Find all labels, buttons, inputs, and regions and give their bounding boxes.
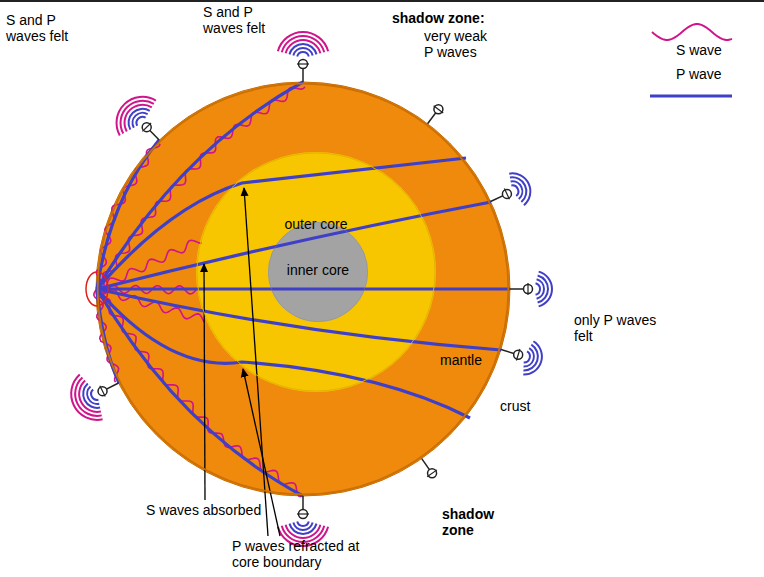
wave-arc <box>286 525 321 538</box>
s-wave-sample <box>652 24 732 40</box>
station-note: S and P waves felt <box>203 4 283 36</box>
wave-arc <box>117 97 156 136</box>
callout-text: P waves refracted at core boundary <box>232 538 382 570</box>
wave-arc <box>286 40 321 53</box>
wave-arc <box>509 173 530 205</box>
outer-core-disc <box>196 152 436 392</box>
region-outline <box>96 82 510 496</box>
seismometer <box>142 123 151 132</box>
wave-arc <box>524 351 530 362</box>
station-arm <box>527 283 528 295</box>
station-arm <box>142 123 151 131</box>
s-wave-rays <box>94 87 305 497</box>
p-ray <box>97 158 466 289</box>
wave-arc <box>278 32 328 51</box>
p-wave-sample <box>650 94 732 97</box>
leader-arrow <box>204 264 205 500</box>
station-note: only P waves felt <box>574 312 658 344</box>
p-ray <box>97 140 159 289</box>
region-border <box>98 84 509 495</box>
zone-heading: shadow zone <box>442 506 506 538</box>
wave-arc <box>293 523 312 530</box>
callout-text: S waves absorbed <box>146 502 296 518</box>
p-wave-rays <box>97 82 510 496</box>
wave-arc <box>129 109 150 130</box>
station-arm <box>297 513 309 514</box>
wave-arc <box>75 378 102 416</box>
wave-arc <box>524 348 534 366</box>
wave-arc <box>297 52 309 56</box>
region-name: outer core <box>196 216 436 232</box>
station-arm <box>100 386 105 397</box>
station-arm <box>297 63 309 64</box>
inner-core-region: inner core <box>268 222 368 322</box>
wave-arc <box>83 383 100 407</box>
wave-arc <box>510 177 526 202</box>
wave-arc <box>511 185 518 196</box>
mantle-region: mantle outer core inner core <box>96 82 510 496</box>
mantle-disc <box>96 82 510 496</box>
s-ray <box>96 144 160 289</box>
wave-arc <box>137 117 146 126</box>
outer-core-region: outer core inner core <box>196 152 436 392</box>
wave-arc <box>293 48 312 55</box>
wave-arc <box>282 36 325 52</box>
seismometer <box>434 105 443 114</box>
wave-arc <box>289 524 316 534</box>
leader-arrow <box>244 188 268 536</box>
station-arm <box>516 349 520 360</box>
top-rule <box>0 0 764 2</box>
station-note: S and P waves felt <box>6 12 86 44</box>
wave-arc <box>289 44 316 54</box>
wave-arc <box>71 375 102 420</box>
region-name: inner core <box>268 262 368 278</box>
p-ray <box>97 287 510 290</box>
station-arm <box>427 470 437 477</box>
wave-arc <box>121 101 154 134</box>
region-name: mantle <box>440 352 482 368</box>
s-ray <box>97 87 305 289</box>
wave-arc <box>297 522 309 526</box>
seismometer <box>502 189 511 198</box>
zone-note: very weak P waves <box>424 28 496 60</box>
wave-arc <box>87 386 99 403</box>
wave-arc <box>536 283 540 295</box>
station-arm <box>434 106 444 113</box>
zone-heading: shadow zone: <box>392 10 512 26</box>
seismometer <box>98 387 107 396</box>
layer-name: crust <box>500 398 560 414</box>
wave-arc <box>537 279 544 298</box>
wave-arc <box>539 272 552 307</box>
wave-arc <box>133 113 148 128</box>
legend-label: S wave <box>676 42 722 58</box>
p-ray <box>97 289 501 350</box>
legend-label: P wave <box>676 66 722 82</box>
wave-arc <box>538 275 548 302</box>
wave-arc <box>91 389 98 399</box>
seismometer-stations <box>71 32 552 546</box>
region-border <box>268 222 367 321</box>
station-arm <box>504 188 509 199</box>
wave-arc <box>511 181 523 199</box>
p-ray <box>97 289 470 418</box>
wave-arc <box>523 345 537 371</box>
leader-arrows <box>204 188 280 536</box>
wave-arc <box>523 341 542 374</box>
seismometer <box>428 469 437 478</box>
wave-arc <box>79 380 101 411</box>
region-border <box>197 153 435 391</box>
wave-arc <box>125 105 152 132</box>
